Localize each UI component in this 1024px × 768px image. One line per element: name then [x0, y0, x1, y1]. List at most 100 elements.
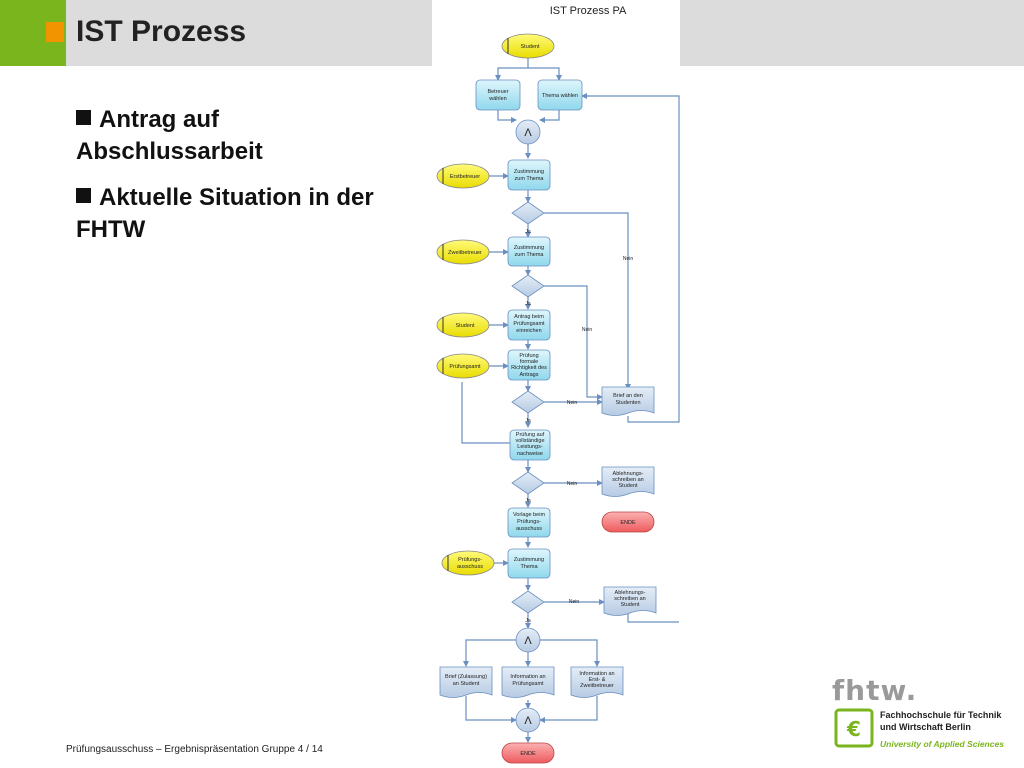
node-label: Student [456, 323, 475, 329]
node-label: Studenten [615, 400, 640, 406]
header-accent-orange [46, 22, 64, 42]
gateway-symbol: Λ [524, 127, 532, 139]
node-label: nachweise [517, 451, 543, 457]
start-node: Student [501, 33, 555, 59]
brief-studenten-node: Brief an den Studenten [601, 386, 655, 416]
nein-label: Nein [623, 256, 634, 262]
start-label: Student [521, 44, 540, 50]
node-label: Prüfungsamt [512, 681, 544, 687]
node-label: schreiben an [612, 477, 644, 483]
and-gateway-1: Λ [515, 119, 541, 145]
vorlage-node: Vorlage beim Prüfungs- ausschuss [507, 507, 551, 538]
ja-label: Ja [525, 418, 531, 424]
diagram-title: IST Prozess PA [550, 5, 627, 17]
footer-text: Prüfungsausschuss – Ergebnispräsentation… [66, 744, 304, 755]
ja-label: Ja [525, 618, 531, 624]
brief-zulassung-node: Brief (Zulassung) an Student [439, 666, 493, 698]
node-label: Information an [579, 671, 614, 677]
node-label: Student [621, 602, 640, 608]
logo-mark: fhtw. [832, 676, 917, 707]
node-label: Prüfungs- [517, 519, 541, 525]
bullet-list: Antrag auf Abschlussarbeit Aktuelle Situ… [76, 104, 376, 260]
logo-line3: University of Applied Sciences [880, 739, 1004, 749]
gateway-symbol: Λ [524, 635, 532, 647]
fhtw-logo: fhtw. € Fachhochschule für Technik und W… [832, 676, 1004, 749]
decision-2: Ja Nein [511, 274, 592, 333]
node-label: Prüfung auf [516, 432, 545, 438]
node-label: Ablehnungs- [613, 471, 644, 477]
node-label: Prüfungsamt [513, 321, 545, 327]
decision-4: Ja Nein [511, 471, 578, 504]
gateway-symbol: Λ [524, 715, 532, 727]
node-label: Prüfungs- [458, 557, 482, 563]
ablehnung-2-node: Ablehnungs- schreiben an Student [603, 586, 657, 616]
logo-line2: und Wirtschaft Berlin [880, 722, 971, 732]
zustimmung-1-node: Zustimmung zum Thema [507, 159, 551, 191]
node-label: Zweitbetreuer [448, 250, 482, 256]
student-node-2: Student [436, 312, 490, 338]
node-label: Brief (Zulassung) [445, 674, 487, 680]
pruefungsausschuss-node: Prüfungs- ausschuss [441, 550, 495, 576]
node-label: Vorlage beim [513, 512, 546, 518]
node-label: Thema [520, 564, 538, 570]
pruefung-formal-node: Prüfung formale Richtigkeit des Antrags [507, 349, 551, 381]
nein-label: Nein [567, 481, 578, 487]
node-label: wählen [488, 96, 506, 102]
node-label: zum Thema [515, 176, 545, 182]
decision-3: Ja Nein [511, 390, 577, 424]
footer: Prüfungsausschuss – Ergebnispräsentation… [66, 744, 323, 755]
bullet-item: Antrag auf Abschlussarbeit [76, 104, 376, 168]
nein-label: Nein [569, 599, 580, 605]
ja-label: Ja [525, 229, 531, 235]
node-label: Thema wählen [542, 93, 578, 99]
node-label: ausschuss [516, 526, 542, 532]
and-gateway-3: Λ [515, 707, 541, 733]
node-label: ENDE [620, 520, 636, 526]
bullet-square-icon [76, 188, 91, 203]
antrag-node: Antrag beim Prüfungsamt einreichen [507, 309, 551, 341]
process-diagram: IST Prozess PA [432, 0, 680, 764]
bullet-square-icon [76, 110, 91, 125]
pruefungsamt-node: Prüfungsamt [436, 353, 490, 379]
node-label: an Student [453, 681, 480, 687]
node-label: Zweitbetreuer [580, 683, 614, 689]
node-label: Zustimmung [514, 557, 544, 563]
zweitbetreuer-node: Zweitbetreuer [436, 239, 490, 265]
node-label: einreichen [516, 328, 541, 334]
ende-1-node: ENDE [601, 511, 655, 533]
node-label: ENDE [520, 751, 536, 757]
erstbetreuer-node: Erstbetreuer [436, 163, 490, 189]
euro-icon [834, 708, 874, 748]
node-label: Brief an den [613, 393, 643, 399]
diagram-title-area [432, 0, 680, 66]
ja-label: Ja [525, 301, 531, 307]
node-label: schreiben an [614, 596, 646, 602]
logo-line1: Fachhochschule für Technik [880, 710, 1002, 720]
thema-waehlen-node: Thema wählen [537, 79, 583, 111]
node-label: Prüfung [519, 353, 538, 359]
page-number: 14 [311, 744, 323, 755]
ende-2-node: ENDE [501, 742, 555, 764]
betreuer-waehlen-node: Betreuer wählen [475, 79, 521, 111]
node-label: Ablehnungs- [615, 590, 646, 596]
ja-label: Ja [525, 498, 531, 504]
node-label: Leistungs- [517, 444, 543, 450]
node-label: Antrags [520, 372, 539, 378]
node-label: vollständige [515, 438, 544, 444]
bullet-text: Antrag auf Abschlussarbeit [76, 106, 263, 165]
decision-5: Ja Nein [511, 590, 580, 624]
node-label: zum Thema [515, 252, 545, 258]
node-label: Prüfungsamt [449, 364, 481, 370]
ablehnung-1-node: Ablehnungs- schreiben an Student [601, 466, 655, 497]
slide-title: IST Prozess [76, 15, 247, 48]
node-label: formale [520, 359, 538, 365]
connector-lines [461, 58, 680, 743]
bullet-item: Aktuelle Situation in der FHTW [76, 182, 376, 246]
node-label: Zustimmung [514, 245, 544, 251]
node-label: Richtigkeit des [511, 365, 547, 371]
node-label: Information an [510, 674, 545, 680]
node-label: ausschuss [457, 564, 483, 570]
zustimmung-2-node: Zustimmung zum Thema [507, 236, 551, 267]
node-label: Erstbetreuer [450, 174, 480, 180]
info-pruefungsamt-node: Information an Prüfungsamt [501, 666, 555, 698]
